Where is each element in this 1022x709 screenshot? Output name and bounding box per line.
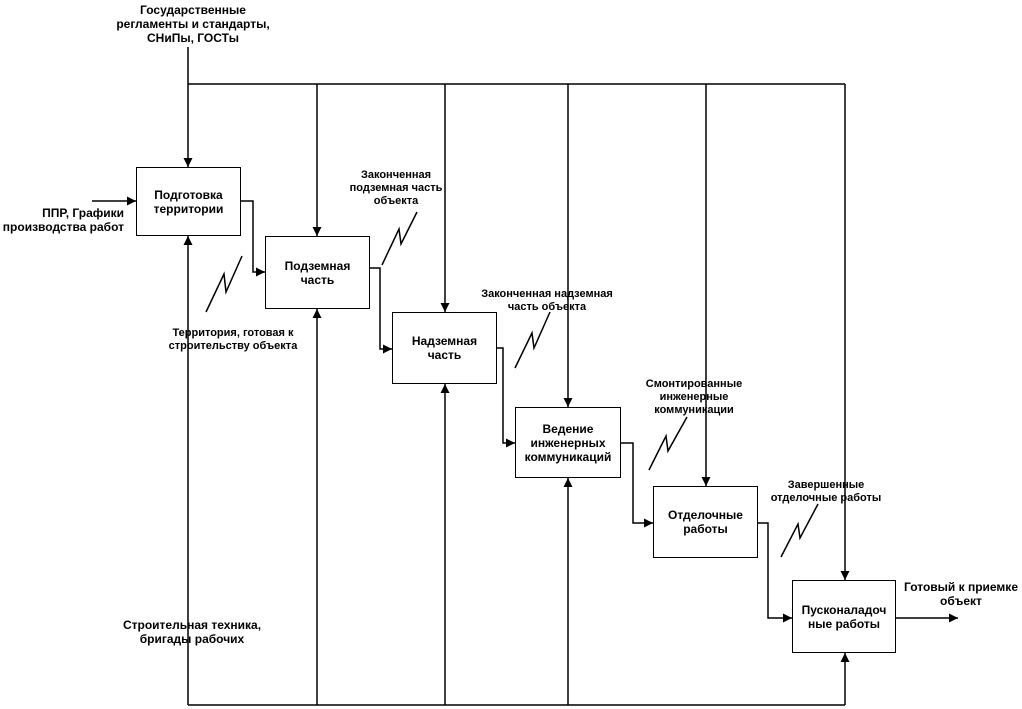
output-label-underground: Законченная подземная часть объекта [349,169,443,207]
squiggle-o3 [514,311,551,369]
b1-to-b2-arrow [240,200,265,277]
squiggle-o5 [780,503,819,558]
output-label-aboveground: Законченная надземная часть объекта [481,288,613,313]
b2-to-b3-arrow [369,267,392,354]
b4-to-b5-arrow [620,442,653,528]
b5-to-b6-arrow [757,522,792,623]
squiggle-o4 [648,416,688,471]
block-engineering-networks[interactable]: Ведение инженерных коммуникаций [515,407,621,478]
mechanism-label: Строительная техника, бригады рабочих [122,618,262,646]
output-label-finishing: Завершенные отделочные работы [770,479,882,504]
squiggle-o2 [381,211,418,266]
input-label: ППР, Графики производства работ [2,206,124,234]
output-label-territory: Территория, готовая к строительству объе… [168,327,298,352]
squiggle-o1 [205,255,243,313]
b3-to-b4-arrow [496,347,515,448]
block-commissioning[interactable]: Пусконаладоч ные работы [792,580,896,653]
block-underground-part[interactable]: Подземная часть [265,236,370,309]
block-aboveground-part[interactable]: Надземная часть [392,312,497,384]
final-output-label: Готовый к приемке объект [904,580,1018,608]
block-finishing-works[interactable]: Отделочные работы [653,486,758,558]
output-label-networks: Смонтированные инженерные коммуникации [645,378,743,416]
control-label: Государственные регламенты и стандарты, … [116,3,270,45]
block-site-preparation[interactable]: Подготовка территории [136,167,241,236]
